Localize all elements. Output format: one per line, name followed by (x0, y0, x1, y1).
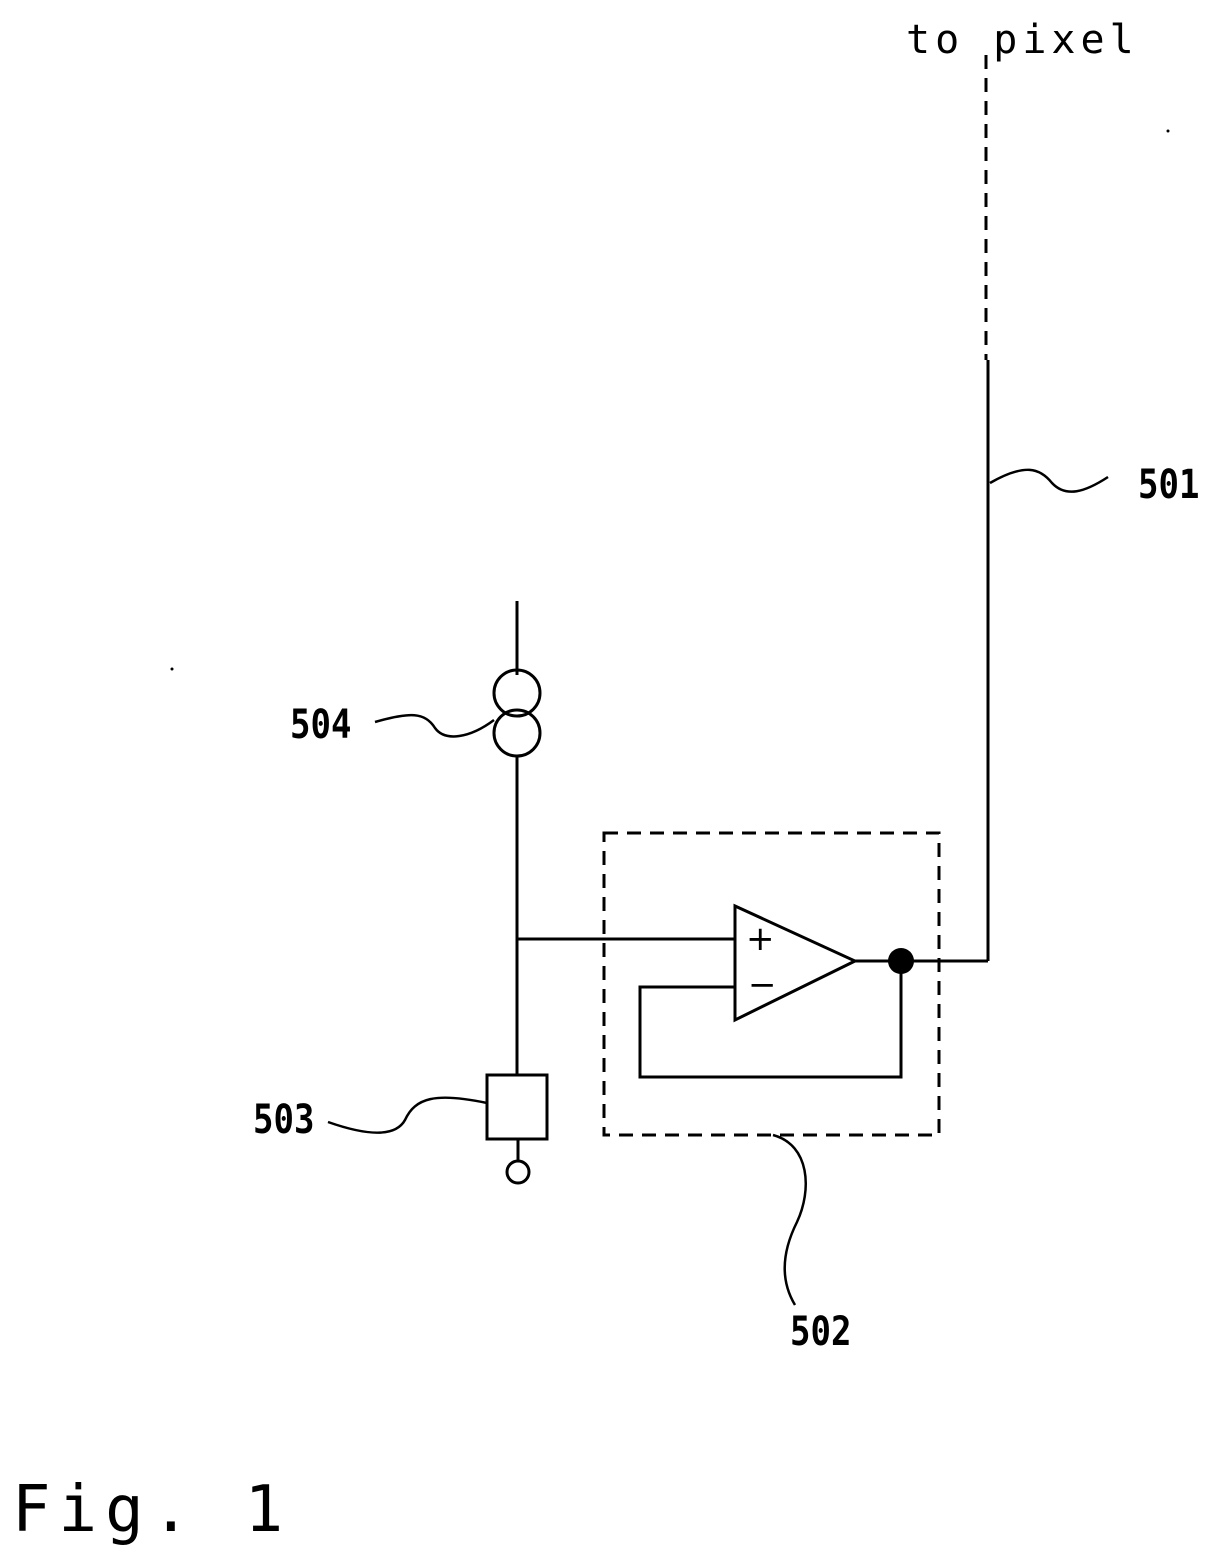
element-503 (487, 1075, 547, 1139)
speck (171, 668, 174, 671)
leader-501 (990, 470, 1108, 492)
label-504: 504 (290, 705, 351, 745)
terminal-503 (507, 1161, 529, 1183)
opamp-minus-sign: − (748, 968, 777, 1002)
leader-502 (773, 1135, 806, 1305)
leader-504 (375, 715, 494, 736)
opamp-plus-sign: + (746, 922, 775, 956)
speck (1167, 130, 1170, 133)
figure-caption: Fig. 1 (12, 1478, 291, 1542)
leader-503 (328, 1098, 487, 1133)
label-501: 501 (1138, 465, 1199, 505)
to-pixel-label: to pixel (906, 20, 1139, 60)
label-502: 502 (790, 1312, 851, 1352)
label-503: 503 (253, 1100, 314, 1140)
